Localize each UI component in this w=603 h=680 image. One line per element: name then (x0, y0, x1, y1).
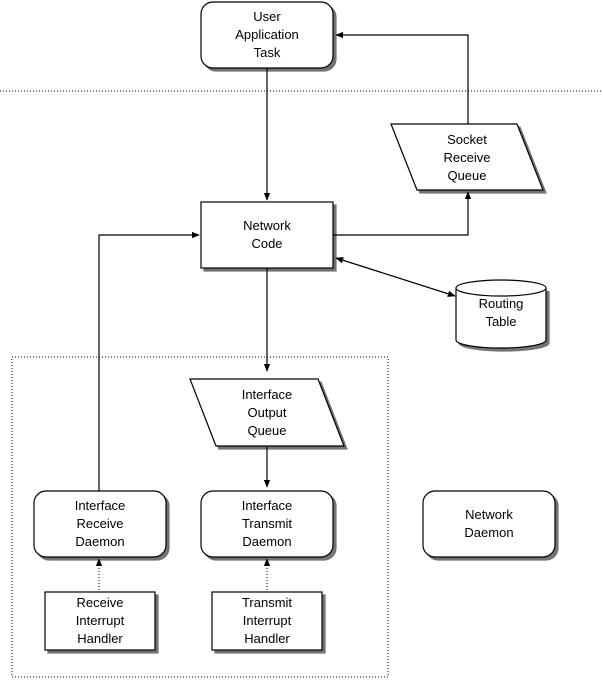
node-receive-interrupt-handler: Receive Interrupt Handler (44, 591, 156, 651)
node-label: Socket (447, 132, 487, 147)
node-label: Network (465, 507, 513, 522)
node-label: Interrupt (243, 613, 292, 628)
node-label: Task (254, 45, 281, 60)
node-label: Interface (75, 498, 126, 513)
node-label: User (253, 9, 281, 24)
node-label: Receive (444, 150, 491, 165)
node-socket-receive-queue: Socket Receive Queue (390, 123, 544, 191)
arrow-network-code-routing-table (335, 257, 456, 297)
node-label: Routing (479, 296, 524, 311)
node-label: Interrupt (76, 613, 125, 628)
node-interface-transmit-daemon: Interface Transmit Daemon (200, 490, 334, 558)
node-label: Transmit (242, 595, 292, 610)
node-label: Daemon (242, 534, 291, 549)
node-label: Daemon (464, 525, 513, 540)
arrow-network-code-to-socket-queue (334, 191, 472, 236)
node-label: Interface (242, 498, 293, 513)
node-label: Receive (77, 516, 124, 531)
node-network-daemon: Network Daemon (422, 490, 556, 558)
node-label: Queue (447, 168, 486, 183)
arrow-socket-queue-to-user (335, 31, 469, 124)
node-interface-output-queue: Interface Output Queue (189, 378, 345, 447)
node-interface-receive-daemon: Interface Receive Daemon (33, 490, 167, 558)
node-label: Output (247, 405, 286, 420)
node-label: Table (485, 314, 516, 329)
node-label: Handler (77, 631, 123, 646)
node-label: Application (235, 27, 299, 42)
arrow-receive-daemon-to-network-code (98, 231, 200, 491)
node-network-code: Network Code (200, 201, 334, 269)
node-label: Network (243, 218, 291, 233)
node-user-application-task: User Application Task (200, 1, 334, 69)
node-routing-table: Routing Table (455, 279, 547, 349)
node-label: Handler (244, 631, 290, 646)
node-label: Daemon (75, 534, 124, 549)
node-label: Transmit (242, 516, 292, 531)
node-label: Code (251, 236, 282, 251)
node-label: Receive (77, 595, 124, 610)
node-label: Queue (247, 423, 286, 438)
node-label: Interface (242, 387, 293, 402)
node-transmit-interrupt-handler: Transmit Interrupt Handler (211, 591, 323, 651)
